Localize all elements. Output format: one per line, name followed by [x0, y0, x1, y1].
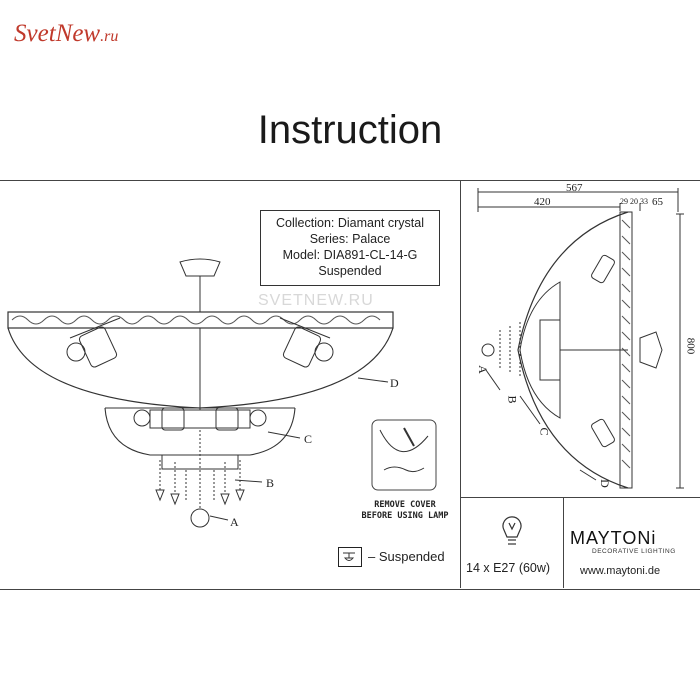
- page-title: Instruction: [257, 108, 443, 152]
- brand-website: www.maytoni.de: [580, 565, 661, 577]
- dim-right: 65: [652, 196, 663, 208]
- series-line: Series: Palace: [309, 232, 391, 246]
- dim-small-1: 29: [620, 197, 628, 206]
- legend-suspended: – Suspended: [368, 549, 445, 564]
- logo-main: SvetNew: [14, 20, 101, 47]
- dim-small-3: 33: [640, 197, 648, 206]
- callout-c: C: [304, 432, 313, 446]
- brand-tagline: DECORATIVE LIGHTING: [592, 548, 676, 555]
- brand-name: MAYTONi: [570, 528, 657, 548]
- site-logo: SvetNew.ru: [14, 20, 118, 48]
- type-line: Suspended: [318, 264, 382, 278]
- side-canopy: [639, 331, 663, 369]
- dim-total-width: 567: [566, 182, 583, 194]
- crystal-ball: [190, 508, 210, 528]
- callout-d: D: [390, 376, 399, 390]
- logo-suffix: .ru: [100, 28, 119, 45]
- watermark: SVETNEW.RU: [258, 292, 374, 309]
- instruction-frame: [0, 180, 700, 590]
- column-divider: [460, 180, 461, 588]
- dim-small-2: 20: [630, 197, 638, 206]
- spec-col-divider: [563, 497, 564, 588]
- collection-line: Collection: Diamant crystal: [276, 216, 424, 230]
- product-info-box: Collection: Diamant crystal Series: Pala…: [260, 210, 440, 286]
- lamp-spec: 14 x E27 (60w): [466, 561, 551, 575]
- remove-cover-note: REMOVE COVER BEFORE USING LAMP: [350, 500, 460, 522]
- remove-cover-line1: REMOVE COVER: [374, 500, 436, 510]
- callout-a: A: [230, 515, 239, 529]
- model-line: Model: DIA891-CL-14-G: [282, 248, 418, 262]
- spec-row-divider: [460, 497, 700, 498]
- remove-cover-line2: BEFORE USING LAMP: [361, 511, 449, 521]
- ceiling-canopy: [179, 258, 221, 277]
- dim-left-width: 420: [534, 196, 551, 208]
- callout-b: B: [266, 476, 275, 490]
- suspended-icon: [338, 547, 362, 567]
